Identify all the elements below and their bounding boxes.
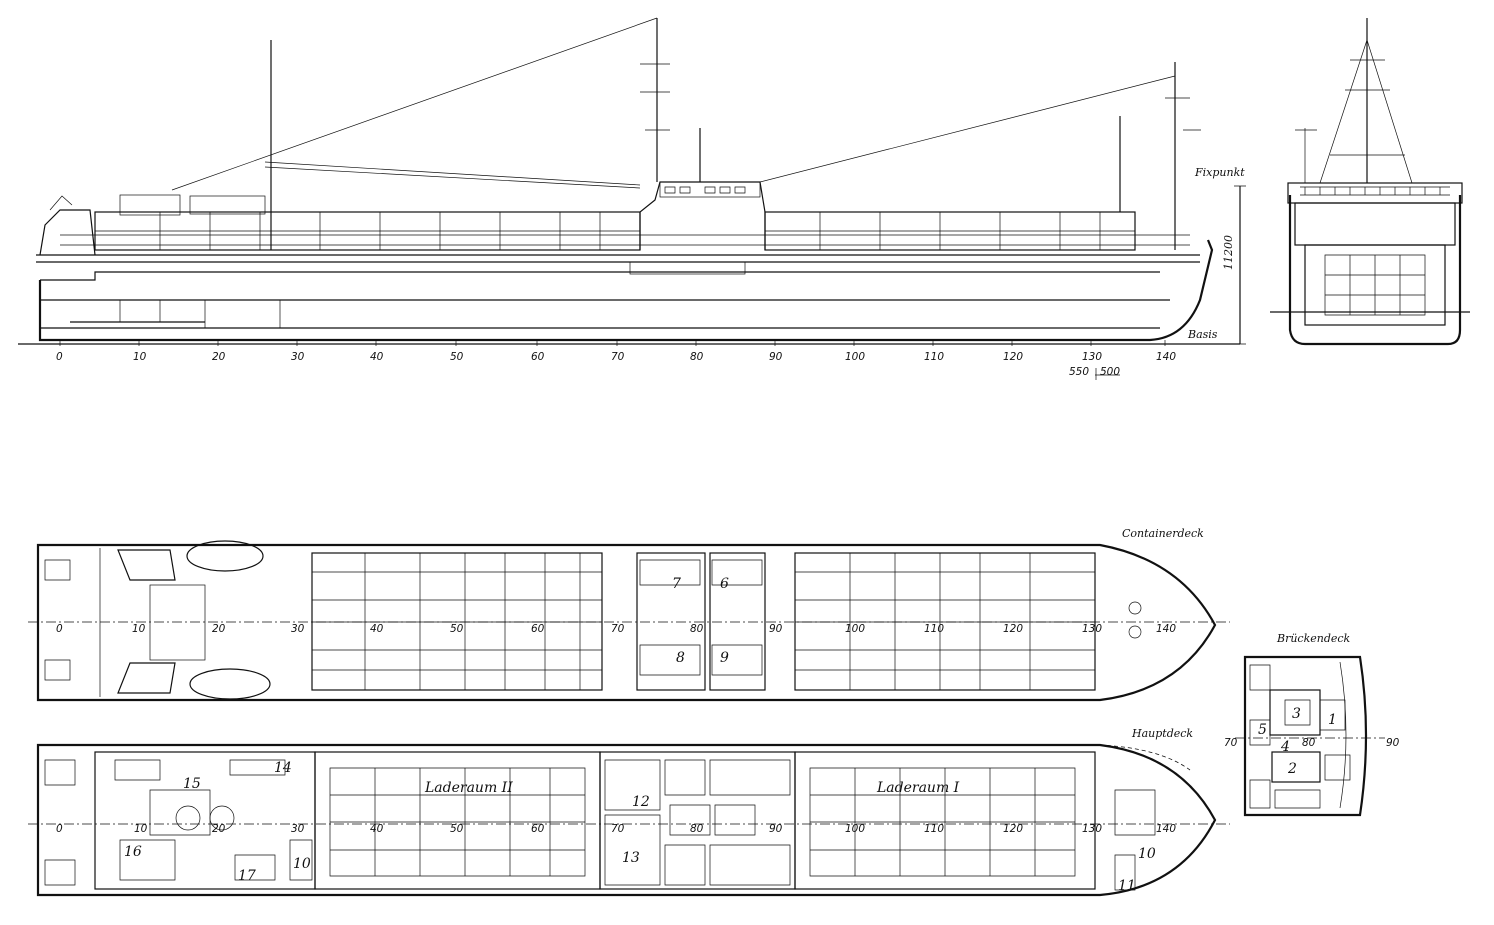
offset-aft: 550 <box>1069 366 1089 378</box>
frame-label: 70 <box>611 623 625 635</box>
room-number: 3 <box>1292 706 1301 722</box>
containerdeck-rooms: 6 7 8 9 <box>672 576 729 666</box>
room-number: 17 <box>238 868 256 884</box>
brueckendeck-plan: Brückendeck 1 2 3 4 5 70 80 90 <box>1224 632 1400 817</box>
frame-label: 10 <box>134 823 148 835</box>
frame-label: 90 <box>1386 737 1400 749</box>
frame-label: 120 <box>1003 351 1023 363</box>
frame-label: 80 <box>690 351 704 363</box>
room-number: 15 <box>183 776 201 792</box>
frame-label: 120 <box>1003 823 1023 835</box>
frame-label: 60 <box>531 351 545 363</box>
front-view <box>1270 18 1470 346</box>
room-number: 13 <box>622 850 640 866</box>
room-number: 2 <box>1287 761 1297 777</box>
frame-label: 0 <box>56 623 63 635</box>
hauptdeck-plan: Hauptdeck Laderaum II Laderaum I 10 10 1… <box>28 727 1230 897</box>
height-dimension: 11200 <box>1222 235 1235 270</box>
containerdeck-title: Containerdeck <box>1122 527 1204 540</box>
room-number: 1 <box>1328 712 1337 728</box>
laderaum-2-label: Laderaum II <box>424 780 513 796</box>
room-number: 7 <box>672 576 681 592</box>
frame-label: 0 <box>56 823 63 835</box>
side-elevation: Fixpunkt Basis 11200 550 500 0 10 20 30 … <box>18 17 1246 380</box>
frame-label: 30 <box>291 623 305 635</box>
frame-label: 10 <box>133 351 147 363</box>
hauptdeck-title: Hauptdeck <box>1131 727 1193 740</box>
brueckendeck-frame-numbers: 70 80 90 <box>1224 737 1400 749</box>
brueckendeck-rooms: 1 2 3 4 5 <box>1258 706 1337 777</box>
frame-label: 40 <box>370 351 384 363</box>
frame-label: 90 <box>769 823 783 835</box>
frame-label: 0 <box>56 351 63 363</box>
frame-label: 120 <box>1003 623 1023 635</box>
room-number: 6 <box>720 576 729 592</box>
containerdeck-plan: Containerdeck 6 7 8 9 0 10 20 30 40 50 6… <box>28 527 1230 702</box>
frame-label: 140 <box>1156 623 1176 635</box>
hauptdeck-rooms: 10 10 11 12 13 14 15 16 17 <box>124 760 1156 894</box>
frame-label: 130 <box>1082 351 1102 363</box>
frame-label: 40 <box>370 623 384 635</box>
frame-label: 100 <box>845 823 865 835</box>
offset-fwd: 500 <box>1100 366 1120 378</box>
containerdeck-frame-numbers: 0 10 20 30 40 50 60 70 80 90 100 110 120… <box>56 623 1176 635</box>
room-number: 10 <box>1138 846 1156 862</box>
room-number: 4 <box>1280 739 1290 755</box>
basis-label: Basis <box>1187 328 1218 341</box>
frame-label: 140 <box>1156 823 1176 835</box>
frame-label: 70 <box>611 823 625 835</box>
frame-label: 50 <box>450 823 464 835</box>
frame-label: 20 <box>212 351 226 363</box>
room-number: 14 <box>274 760 292 776</box>
frame-label: 50 <box>450 351 464 363</box>
frame-label: 90 <box>769 623 783 635</box>
frame-label: 140 <box>1156 351 1176 363</box>
frame-label: 80 <box>1302 737 1316 749</box>
room-number: 11 <box>1118 878 1136 894</box>
frame-label: 20 <box>212 823 226 835</box>
frame-label: 110 <box>924 351 944 363</box>
hauptdeck-frame-numbers: 0 10 20 30 40 50 60 70 80 90 100 110 120… <box>56 823 1176 835</box>
frame-label: 10 <box>132 623 146 635</box>
room-number: 10 <box>293 856 311 872</box>
elevation-frame-numbers: 0 10 20 30 40 50 60 70 80 90 100 110 120… <box>56 351 1176 363</box>
frame-label: 70 <box>611 351 625 363</box>
frame-label: 20 <box>212 623 226 635</box>
frame-label: 100 <box>845 623 865 635</box>
frame-label: 90 <box>769 351 783 363</box>
room-number: 5 <box>1258 722 1267 738</box>
room-number: 12 <box>632 794 650 810</box>
brueckendeck-title: Brückendeck <box>1276 632 1351 645</box>
laderaum-1-label: Laderaum I <box>876 780 960 796</box>
frame-label: 70 <box>1224 737 1238 749</box>
frame-label: 130 <box>1082 823 1102 835</box>
room-number: 16 <box>124 844 142 860</box>
frame-label: 40 <box>370 823 384 835</box>
frame-label: 80 <box>690 623 704 635</box>
frame-label: 50 <box>450 623 464 635</box>
frame-label: 60 <box>531 623 545 635</box>
frame-label: 30 <box>291 351 305 363</box>
frame-label: 110 <box>924 623 944 635</box>
frame-label: 110 <box>924 823 944 835</box>
frame-label: 130 <box>1082 623 1102 635</box>
room-number: 8 <box>676 650 685 666</box>
frame-label: 80 <box>690 823 704 835</box>
frame-label: 60 <box>531 823 545 835</box>
room-number: 9 <box>720 650 729 666</box>
frame-label: 100 <box>845 351 865 363</box>
fixpunkt-label: Fixpunkt <box>1194 166 1245 179</box>
frame-label: 30 <box>291 823 305 835</box>
